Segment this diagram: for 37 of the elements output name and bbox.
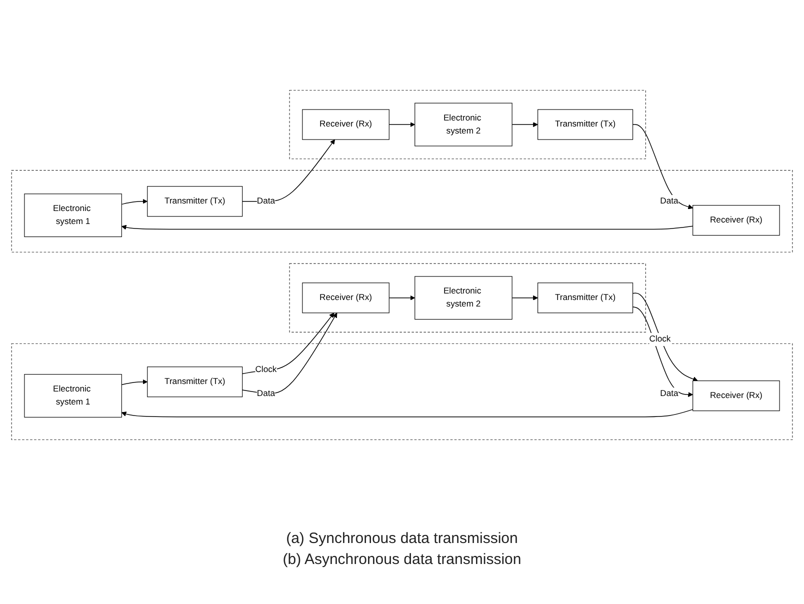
arrow	[121, 409, 694, 418]
edge-label: Data	[256, 388, 276, 398]
node-box	[147, 186, 243, 217]
cluster	[289, 263, 646, 332]
node-box	[24, 374, 122, 418]
arrow	[512, 122, 538, 128]
edge-label: Clock	[255, 364, 277, 374]
diagram: Clock Data Clock Data Data Data Electronic system 1 Transmitter (Tx) Receiver (Rx) Receiver (Rx) Electronic system 2 Transmitter (Tx) Electronic system 1 Transmitter (Tx) Receiver (Rx) Receiver (Rx) Electronic system 2 Transmitter (Tx)	[7, 0, 797, 530]
edge-label: Data	[256, 196, 276, 206]
node-box	[302, 282, 390, 314]
edge-label: Clock	[649, 334, 671, 344]
edge-label: Data	[660, 196, 678, 206]
arrow	[121, 198, 148, 205]
caption: (b) Asynchronous data transmission	[282, 551, 522, 568]
arrow	[242, 139, 335, 202]
arrow	[121, 224, 694, 230]
cluster	[11, 170, 793, 252]
edge-label: Data	[660, 388, 678, 398]
node-box	[147, 366, 243, 398]
arrow	[121, 379, 148, 386]
node-box	[538, 282, 634, 314]
arrow	[388, 295, 416, 300]
node-box	[692, 380, 780, 412]
cluster	[11, 343, 793, 440]
node-box	[414, 276, 512, 320]
arrow	[388, 122, 416, 128]
node-box	[692, 205, 780, 236]
arrow	[632, 124, 694, 210]
node-box	[538, 109, 634, 140]
arrow	[632, 306, 694, 398]
node-box	[302, 109, 390, 140]
cluster	[289, 90, 646, 160]
caption: (a) Synchronous data transmission	[286, 530, 518, 547]
arrow	[632, 292, 698, 382]
node-box	[414, 102, 512, 146]
node-box	[24, 194, 122, 238]
arrow	[512, 295, 538, 300]
